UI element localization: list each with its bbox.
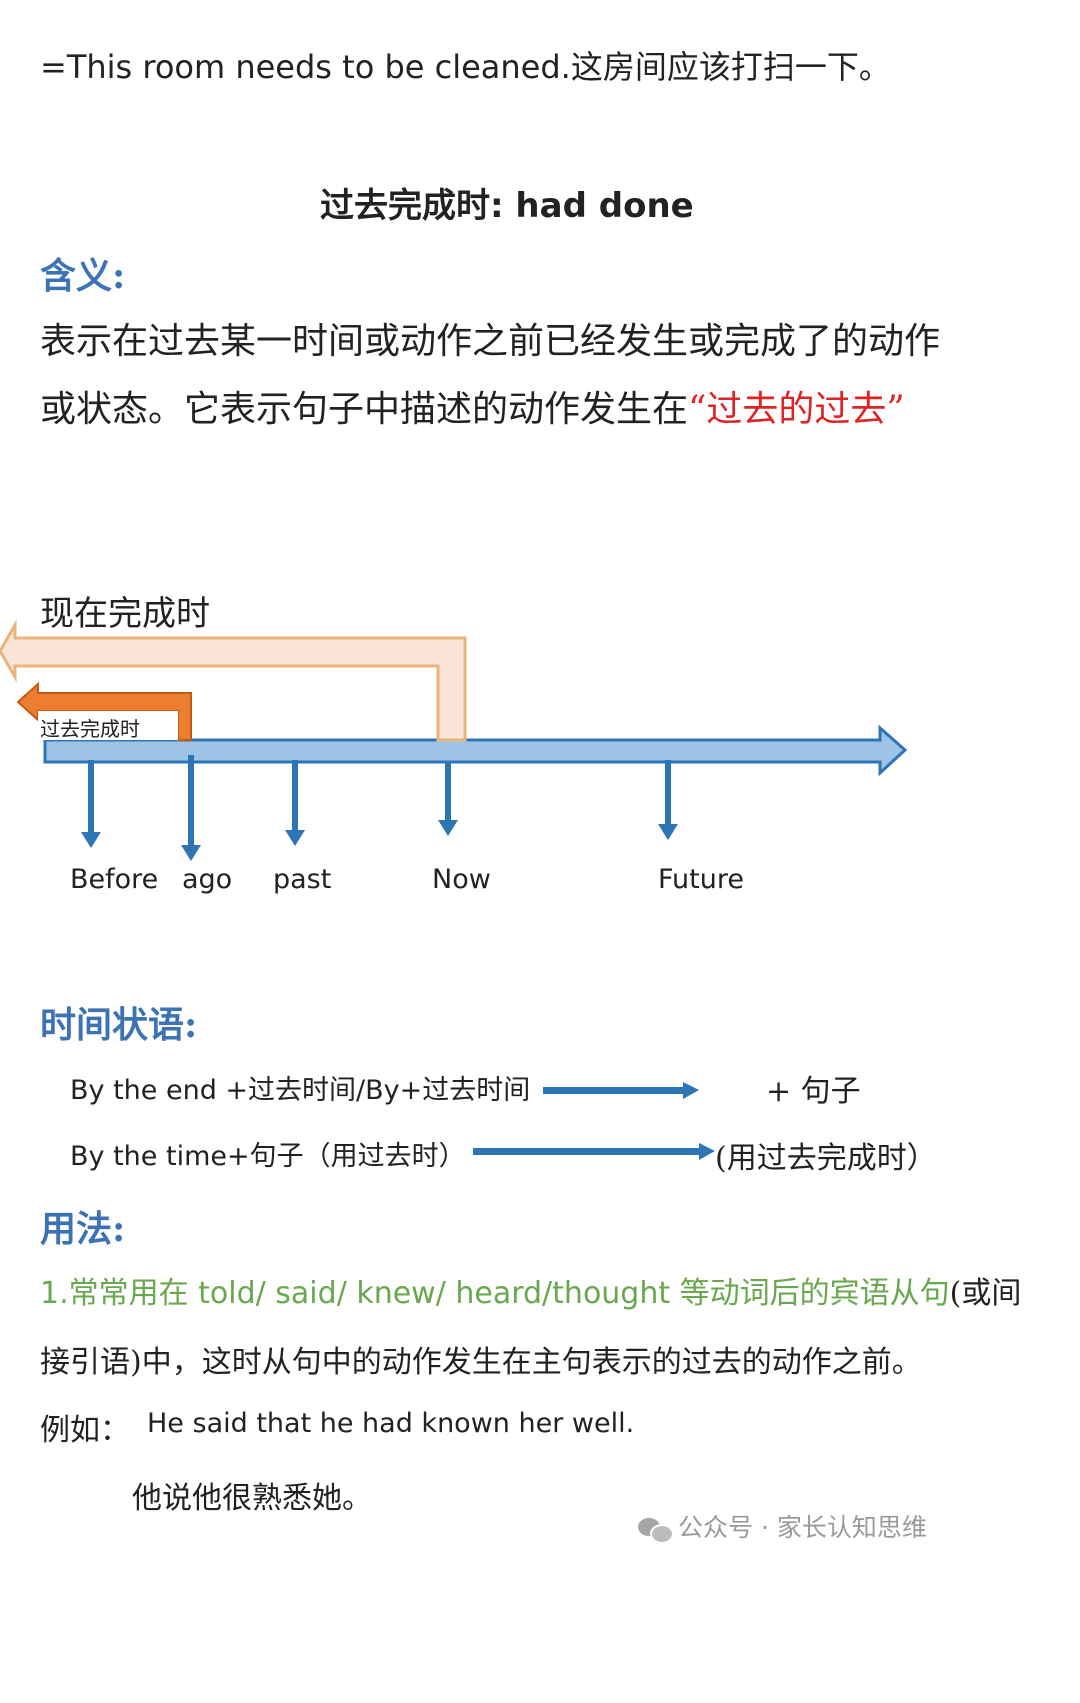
meaning-line-2: 或状态。它表示句子中描述的动作发生在“过去的过去”	[40, 380, 905, 432]
meaning-heading: 含义:	[40, 255, 126, 297]
adverbial-row-1-left: By the end +过去时间/By+过去时间	[70, 1075, 531, 1106]
timeline-point-future: Future	[658, 864, 744, 895]
timeline-point-now: Now	[432, 864, 491, 895]
watermark: 公众号 · 家长认知思维	[638, 1508, 927, 1544]
example-chinese: 他说他很熟悉她。	[132, 1481, 372, 1516]
down-arrow-future	[658, 760, 678, 840]
timeline-arrow	[43, 724, 908, 777]
intro-line: =This room needs to be cleaned.这房间应该打扫一下…	[40, 48, 891, 86]
timeline-point-before: Before	[70, 864, 159, 895]
past-perfect-label-box	[38, 711, 178, 740]
past-of-past-highlight: “过去的过去”	[688, 389, 905, 430]
present-perfect-arrow	[0, 619, 467, 742]
adverbial-row-1-right: + 句子	[766, 1074, 861, 1109]
down-arrow-now	[438, 762, 458, 836]
example-label: 例如：	[40, 1413, 130, 1448]
down-arrow-before	[81, 760, 101, 848]
adverbial-arrow-2	[473, 1143, 715, 1160]
wechat-icon	[638, 1516, 674, 1544]
timeline-point-ago: ago	[182, 864, 233, 895]
time-adverbials-heading: 时间状语:	[40, 1004, 198, 1046]
down-arrow-past	[285, 760, 305, 846]
adverbial-row-2-right: (用过去完成时）	[715, 1141, 937, 1176]
usage-line-1: 1.常常用在 told/ said/ knew/ heard/thought 等…	[40, 1268, 1021, 1312]
present-perfect-label: 现在完成时	[40, 594, 210, 634]
section-title: 过去完成时: had done	[320, 186, 694, 226]
watermark-text: 公众号 · 家长认知思维	[678, 1513, 927, 1542]
usage-rule-1-tail: (或间	[949, 1276, 1022, 1311]
usage-line-2: 接引语)中，这时从句中的动作发生在主句表示的过去的动作之前。	[40, 1345, 922, 1380]
example-english: He said that he had known her well.	[147, 1408, 635, 1439]
down-arrow-ago	[181, 755, 201, 861]
usage-heading: 用法:	[40, 1208, 126, 1250]
meaning-line-2-prefix: 或状态。它表示句子中描述的动作发生在	[40, 389, 689, 430]
timeline-point-past: past	[273, 864, 332, 895]
meaning-line-1: 表示在过去某一时间或动作之前已经发生或完成了的动作	[40, 321, 941, 362]
usage-rule-1: 1.常常用在 told/ said/ knew/ heard/thought 等…	[40, 1276, 950, 1311]
past-perfect-label: 过去完成时	[40, 717, 140, 741]
adverbial-row-2-left: By the time+句子（用过去时）	[70, 1141, 466, 1172]
adverbial-arrow-1	[543, 1082, 699, 1099]
